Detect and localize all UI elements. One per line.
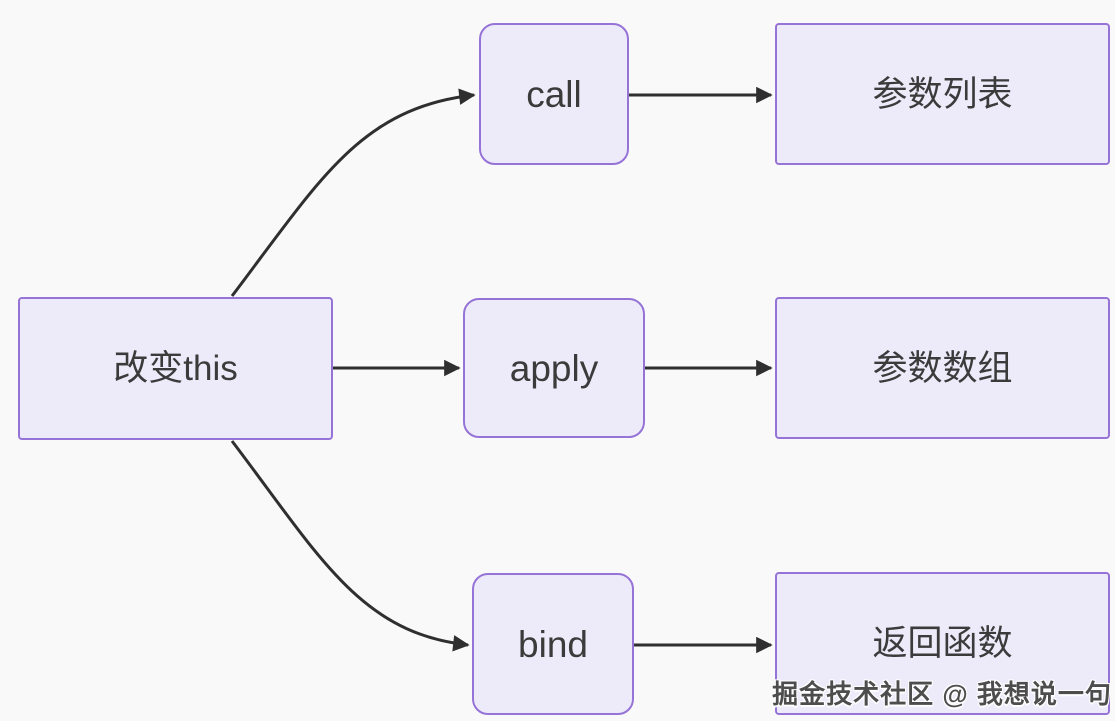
- node-parameter-list-label: 参数列表: [872, 74, 1013, 114]
- watermark: 掘金技术社区 @ 我想说一句: [772, 679, 1112, 709]
- node-return-function: 返回函数: [775, 572, 1110, 715]
- node-apply: apply: [463, 298, 645, 438]
- node-parameter-list: 参数列表: [775, 23, 1110, 165]
- arrow-root-to-bind: [230, 440, 470, 652]
- node-change-this: 改变this: [18, 297, 333, 440]
- node-apply-label: apply: [509, 347, 599, 389]
- node-call: call: [479, 23, 629, 165]
- node-call-label: call: [526, 73, 582, 115]
- node-bind-label: bind: [518, 623, 588, 665]
- node-parameter-array-label: 参数数组: [872, 348, 1013, 388]
- node-bind: bind: [472, 573, 634, 715]
- node-parameter-array: 参数数组: [775, 297, 1110, 439]
- node-change-this-label: 改变this: [113, 349, 238, 388]
- node-return-function-label: 返回函数: [872, 624, 1013, 663]
- arrow-root-to-call: [230, 88, 476, 297]
